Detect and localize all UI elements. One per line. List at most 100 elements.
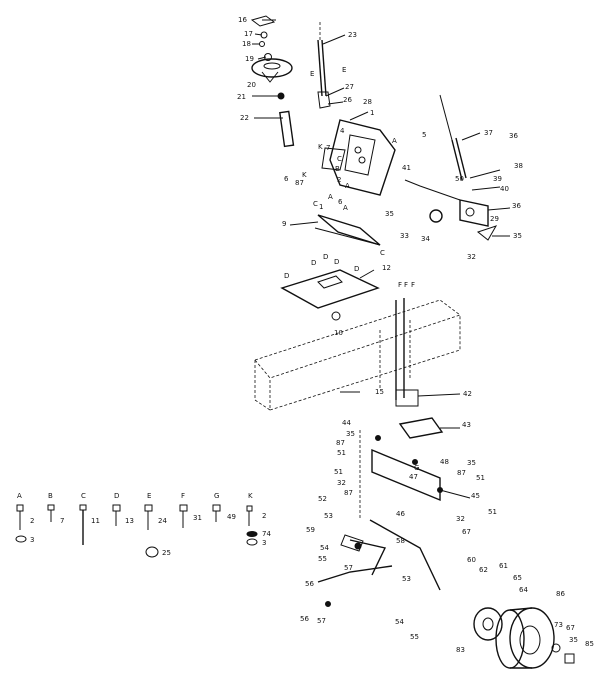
callout-38: 38 — [514, 162, 523, 170]
shift-knob-group — [250, 15, 295, 148]
legend-num-2k: 2 — [262, 512, 267, 520]
legend-num-24: 24 — [158, 517, 167, 525]
legend-num-3k: 3 — [262, 539, 267, 547]
label-C-1: C — [337, 155, 342, 163]
callout-12: 12 — [382, 264, 391, 272]
label-E-1: E — [310, 70, 315, 78]
callout-35c: 35 — [346, 430, 355, 438]
callout-47: 47 — [409, 473, 418, 481]
callout-55: 55 — [318, 555, 327, 563]
callout-17: 17 — [244, 30, 253, 38]
callout-32b: 32 — [337, 479, 346, 487]
callout-39: 39 — [493, 175, 502, 183]
callout-58: 58 — [396, 537, 405, 545]
label-D-4: D — [354, 265, 360, 273]
callout-87c: 87 — [457, 469, 466, 477]
callout-56a: 56 — [305, 580, 314, 588]
callout-2: 2 — [337, 176, 342, 184]
legend-num-31: 31 — [193, 514, 202, 522]
callout-59: 59 — [306, 526, 315, 534]
callout-1b: 1 — [319, 203, 324, 211]
label-C-3: C — [380, 249, 385, 257]
legend-letter-F: F — [181, 492, 186, 500]
label-D-3: D — [334, 258, 340, 266]
callout-22: 22 — [240, 114, 249, 122]
callout-62: 62 — [479, 566, 488, 574]
legend-num-49: 49 — [227, 513, 236, 521]
callout-35d: 35 — [467, 459, 476, 467]
legend-letter-G: G — [214, 492, 220, 500]
callout-50: 50 — [455, 175, 464, 183]
shift-rod-37 — [404, 94, 498, 241]
legend-num-7: 7 — [60, 517, 65, 525]
callout-54b: 54 — [395, 618, 404, 626]
legend-letter-E: E — [147, 492, 152, 500]
plate-12 — [280, 269, 380, 321]
callout-87b: 87 — [336, 439, 345, 447]
callout-54a: 54 — [320, 544, 329, 552]
label-K-1: K — [318, 143, 323, 151]
label-B-1: B — [335, 165, 340, 173]
linkage-42-43 — [395, 298, 444, 439]
label-E-2: E — [342, 66, 347, 74]
plate-45 — [359, 430, 443, 520]
callout-7: 7 — [326, 144, 331, 152]
callout-10: 10 — [334, 329, 343, 337]
callout-86: 86 — [556, 590, 565, 598]
label-D-1: D — [323, 253, 329, 261]
label-D-5: D — [284, 272, 290, 280]
legend-num-11: 11 — [91, 517, 100, 525]
callout-32a: 32 — [467, 253, 476, 261]
callout-51b: 51 — [334, 468, 343, 476]
callout-73: 73 — [554, 621, 563, 629]
pedal-arm — [317, 519, 441, 607]
label-F-1: F — [398, 281, 403, 289]
callout-36a: 36 — [509, 132, 518, 140]
callout-55b: 55 — [410, 633, 419, 641]
label-C-2: C — [313, 200, 318, 208]
callout-26: 26 — [343, 96, 352, 104]
label-D-2: D — [311, 259, 317, 267]
label-A-3: A — [328, 193, 333, 201]
callout-28: 28 — [363, 98, 372, 106]
callout-35b: 35 — [513, 232, 522, 240]
callout-19: 19 — [245, 55, 254, 63]
legend-num-25: 25 — [162, 549, 171, 557]
callout-33: 33 — [400, 232, 409, 240]
callout-83: 83 — [456, 646, 465, 654]
label-F-2: F — [404, 281, 409, 289]
wheel-assembly — [473, 607, 575, 669]
legend-letter-A: A — [17, 492, 22, 500]
callout-21: 21 — [237, 93, 246, 101]
label-A-2: A — [345, 182, 350, 190]
callout-15: 15 — [375, 388, 384, 396]
legend-num-13: 13 — [125, 517, 134, 525]
shift-lever — [317, 22, 331, 109]
callout-87a: 87 — [295, 179, 304, 187]
legend-letter-C: C — [81, 492, 86, 500]
callout-53b: 53 — [402, 575, 411, 583]
callout-60: 60 — [467, 556, 476, 564]
callout-64: 64 — [519, 586, 528, 594]
label-G-1: G — [414, 464, 420, 472]
callout-46: 46 — [396, 510, 405, 518]
frame-outline — [254, 299, 461, 411]
plate-9 — [314, 214, 381, 246]
callout-37: 37 — [484, 129, 493, 137]
callout-85: 85 — [585, 640, 594, 648]
callout-9: 9 — [282, 220, 287, 228]
legend-letter-K: K — [248, 492, 253, 500]
label-K-2: K — [302, 171, 307, 179]
callout-48: 48 — [440, 458, 449, 466]
label-A-1: A — [392, 137, 397, 145]
callout-23: 23 — [348, 31, 357, 39]
callout-36b: 36 — [512, 202, 521, 210]
callout-67b: 67 — [566, 624, 575, 632]
leader-lines — [252, 19, 511, 499]
callout-20: 20 — [247, 81, 256, 89]
callout-87d: 87 — [344, 489, 353, 497]
callout-1: 1 — [370, 109, 375, 117]
callout-51d: 51 — [488, 508, 497, 516]
callout-16: 16 — [238, 16, 247, 24]
